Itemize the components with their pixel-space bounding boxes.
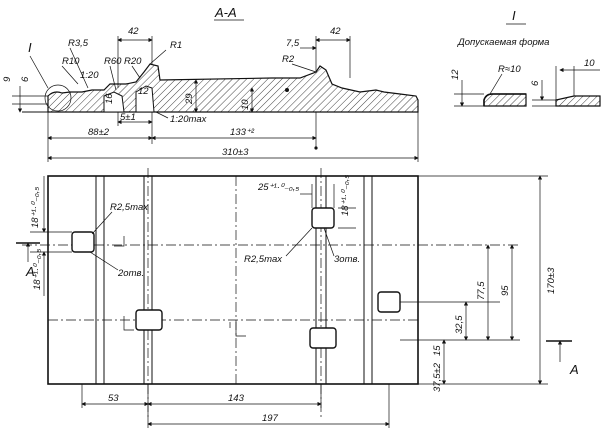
section-marker-a-right: А: [569, 362, 579, 377]
dim-53: 53: [108, 393, 119, 404]
dim-25: 25⁺¹·⁰₋₀,₅: [257, 182, 299, 193]
dim-310: 310±3: [222, 147, 249, 158]
label-three-holes: 3отв.: [334, 254, 360, 265]
dim-143: 143: [228, 393, 245, 404]
dim-15: 15: [432, 345, 443, 356]
dim-r60: R60: [104, 56, 122, 67]
section-view: А-А 42 42 7,5 R3,5 R10 1:20 R60 R20 R1 R…: [2, 5, 419, 162]
dim-r3-5: R3,5: [68, 38, 89, 49]
dim-18-right: 18⁺¹·⁰₋₀,₅: [340, 175, 351, 216]
dim-32-5: 32,5: [454, 315, 465, 334]
dim-18-left-b: 18⁺¹·⁰₋₀,₅: [32, 249, 43, 290]
label-r25max-b: R2,5max: [244, 254, 283, 265]
dim-10: 10: [240, 99, 251, 110]
detail-view: I Допускаемая форма 12 R≈10 6 10: [450, 8, 601, 107]
detail-dim-6: 6: [530, 80, 541, 86]
dim-1-20: 1:20: [80, 70, 99, 81]
dim-16: 16: [104, 93, 115, 104]
detail-mark-I: I: [28, 40, 32, 55]
dim-133: 133⁺²: [230, 127, 255, 138]
dim-37-5: 37,5±2: [432, 362, 443, 392]
section-title: А-А: [214, 5, 237, 20]
dim-9: 9: [2, 76, 13, 82]
detail-caption: Допускаемая форма: [457, 37, 549, 48]
dim-88: 88±2: [88, 127, 110, 138]
dim-slope: 1:20max: [170, 114, 208, 125]
dim-170: 170±3: [546, 267, 557, 294]
detail-dim-12: 12: [450, 69, 461, 80]
dim-r1: R1: [170, 40, 182, 51]
label-two-holes: 2отв.: [117, 268, 144, 279]
dim-r20: R20: [124, 56, 142, 67]
section-marker-a-left: А: [25, 264, 35, 279]
dim-77-5: 77,5: [476, 281, 487, 300]
dim-42-right: 42: [330, 26, 341, 37]
dim-5: 5±1: [120, 112, 136, 123]
dim-18-left: 18⁺¹·⁰₋₀,₅: [30, 187, 41, 228]
dim-95: 95: [500, 285, 511, 296]
hole-right-mid: [377, 291, 401, 313]
dim-12: 12: [138, 86, 149, 97]
detail-dim-r10: R≈10: [498, 64, 521, 75]
label-r25max-a: R2,5max: [110, 202, 149, 213]
dim-29: 29: [184, 93, 195, 105]
hole-left: [71, 231, 95, 253]
dim-6: 6: [20, 76, 31, 82]
dim-197: 197: [262, 413, 279, 424]
dim-42-left: 42: [128, 26, 139, 37]
dim-r2: R2: [282, 54, 295, 65]
hole-right-top: [311, 207, 335, 229]
hole-center-bottom: [135, 309, 163, 331]
detail-title-mark: I: [512, 8, 516, 23]
dim-r10: R10: [62, 56, 80, 67]
plan-view: А А 18⁺¹·⁰₋₀,₅ 18⁺¹·⁰₋₀,₅ R2,5max 2отв. …: [16, 168, 579, 428]
detail-dim-10: 10: [584, 58, 595, 69]
hole-right-bottom: [309, 327, 337, 349]
dim-7-5: 7,5: [286, 38, 300, 49]
